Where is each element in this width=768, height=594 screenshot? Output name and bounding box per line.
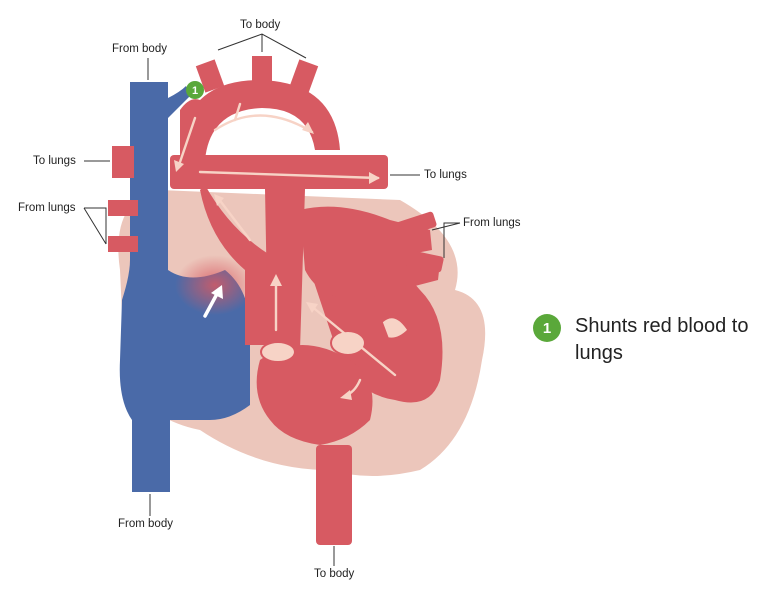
inferior-vena-cava — [132, 420, 170, 492]
aorta-branch-1 — [195, 59, 225, 93]
pulmonary-artery-left-stub — [112, 146, 134, 178]
arrowhead-shunt — [174, 160, 184, 172]
pulmonary-artery — [170, 155, 388, 189]
legend-text: Shunts red blood to lungs — [575, 315, 749, 364]
label-to-body-bottom: To body — [314, 568, 355, 580]
leader-lines — [83, 33, 461, 566]
flow-arrowheads — [174, 122, 380, 400]
flow-arrows — [176, 102, 397, 398]
arrowhead-rv — [340, 390, 352, 400]
leader-from-lungs-right — [431, 222, 461, 258]
flow-arrow-trunk — [216, 196, 252, 242]
label-from-lungs-right: From lungs — [463, 217, 521, 229]
mixing-arrow — [203, 290, 220, 318]
label-from-lungs-left: From lungs — [18, 202, 76, 214]
aortic-trunk — [200, 185, 270, 345]
arrowhead-lv — [306, 302, 318, 313]
flow-arrow-pulmonary — [198, 170, 380, 180]
label-to-body-top: To body — [240, 19, 281, 31]
valve-2 — [330, 330, 366, 356]
arrowhead-pa — [270, 274, 282, 286]
leader-from-lungs-left — [83, 207, 107, 245]
label-from-body-top: From body — [112, 43, 167, 55]
aorta-branch-3 — [289, 59, 319, 93]
pulmonary-vein-right-lower — [394, 247, 444, 273]
mixing-arrowhead — [211, 285, 223, 299]
flow-arrow-arch — [213, 114, 314, 134]
aortic-arch — [180, 80, 340, 160]
valve-3 — [381, 316, 409, 340]
arrowhead-pulmonary — [369, 172, 380, 184]
valve-1 — [260, 341, 296, 363]
pulmonary-vein-left-upper — [108, 200, 138, 216]
label-from-body-bottom: From body — [118, 518, 173, 530]
label-to-lungs-right: To lungs — [424, 169, 467, 181]
pulmonary-vein-left-lower — [108, 236, 138, 252]
marker-1-text: 1 — [192, 85, 198, 97]
flow-arrow-arch-up — [233, 102, 242, 122]
legend: 1 Shunts red blood to lungs — [533, 313, 765, 367]
flow-arrow-lv — [308, 303, 397, 377]
arrowhead-trunk — [214, 194, 224, 206]
leader-to-body-top — [217, 33, 307, 59]
label-to-lungs-left: To lungs — [33, 155, 76, 167]
aorta-branch-2 — [252, 56, 272, 86]
pulmonary-trunk — [265, 189, 305, 350]
marker-1-circle — [186, 81, 204, 99]
descending-aorta — [316, 445, 352, 545]
mixing-zone — [175, 255, 255, 315]
flow-arrow-shunt — [176, 116, 197, 170]
legend-badge: 1 — [533, 314, 561, 342]
right-ventricle — [256, 345, 373, 445]
pulmonary-vein-right-upper — [387, 211, 437, 241]
arrowhead-arch — [302, 122, 314, 134]
